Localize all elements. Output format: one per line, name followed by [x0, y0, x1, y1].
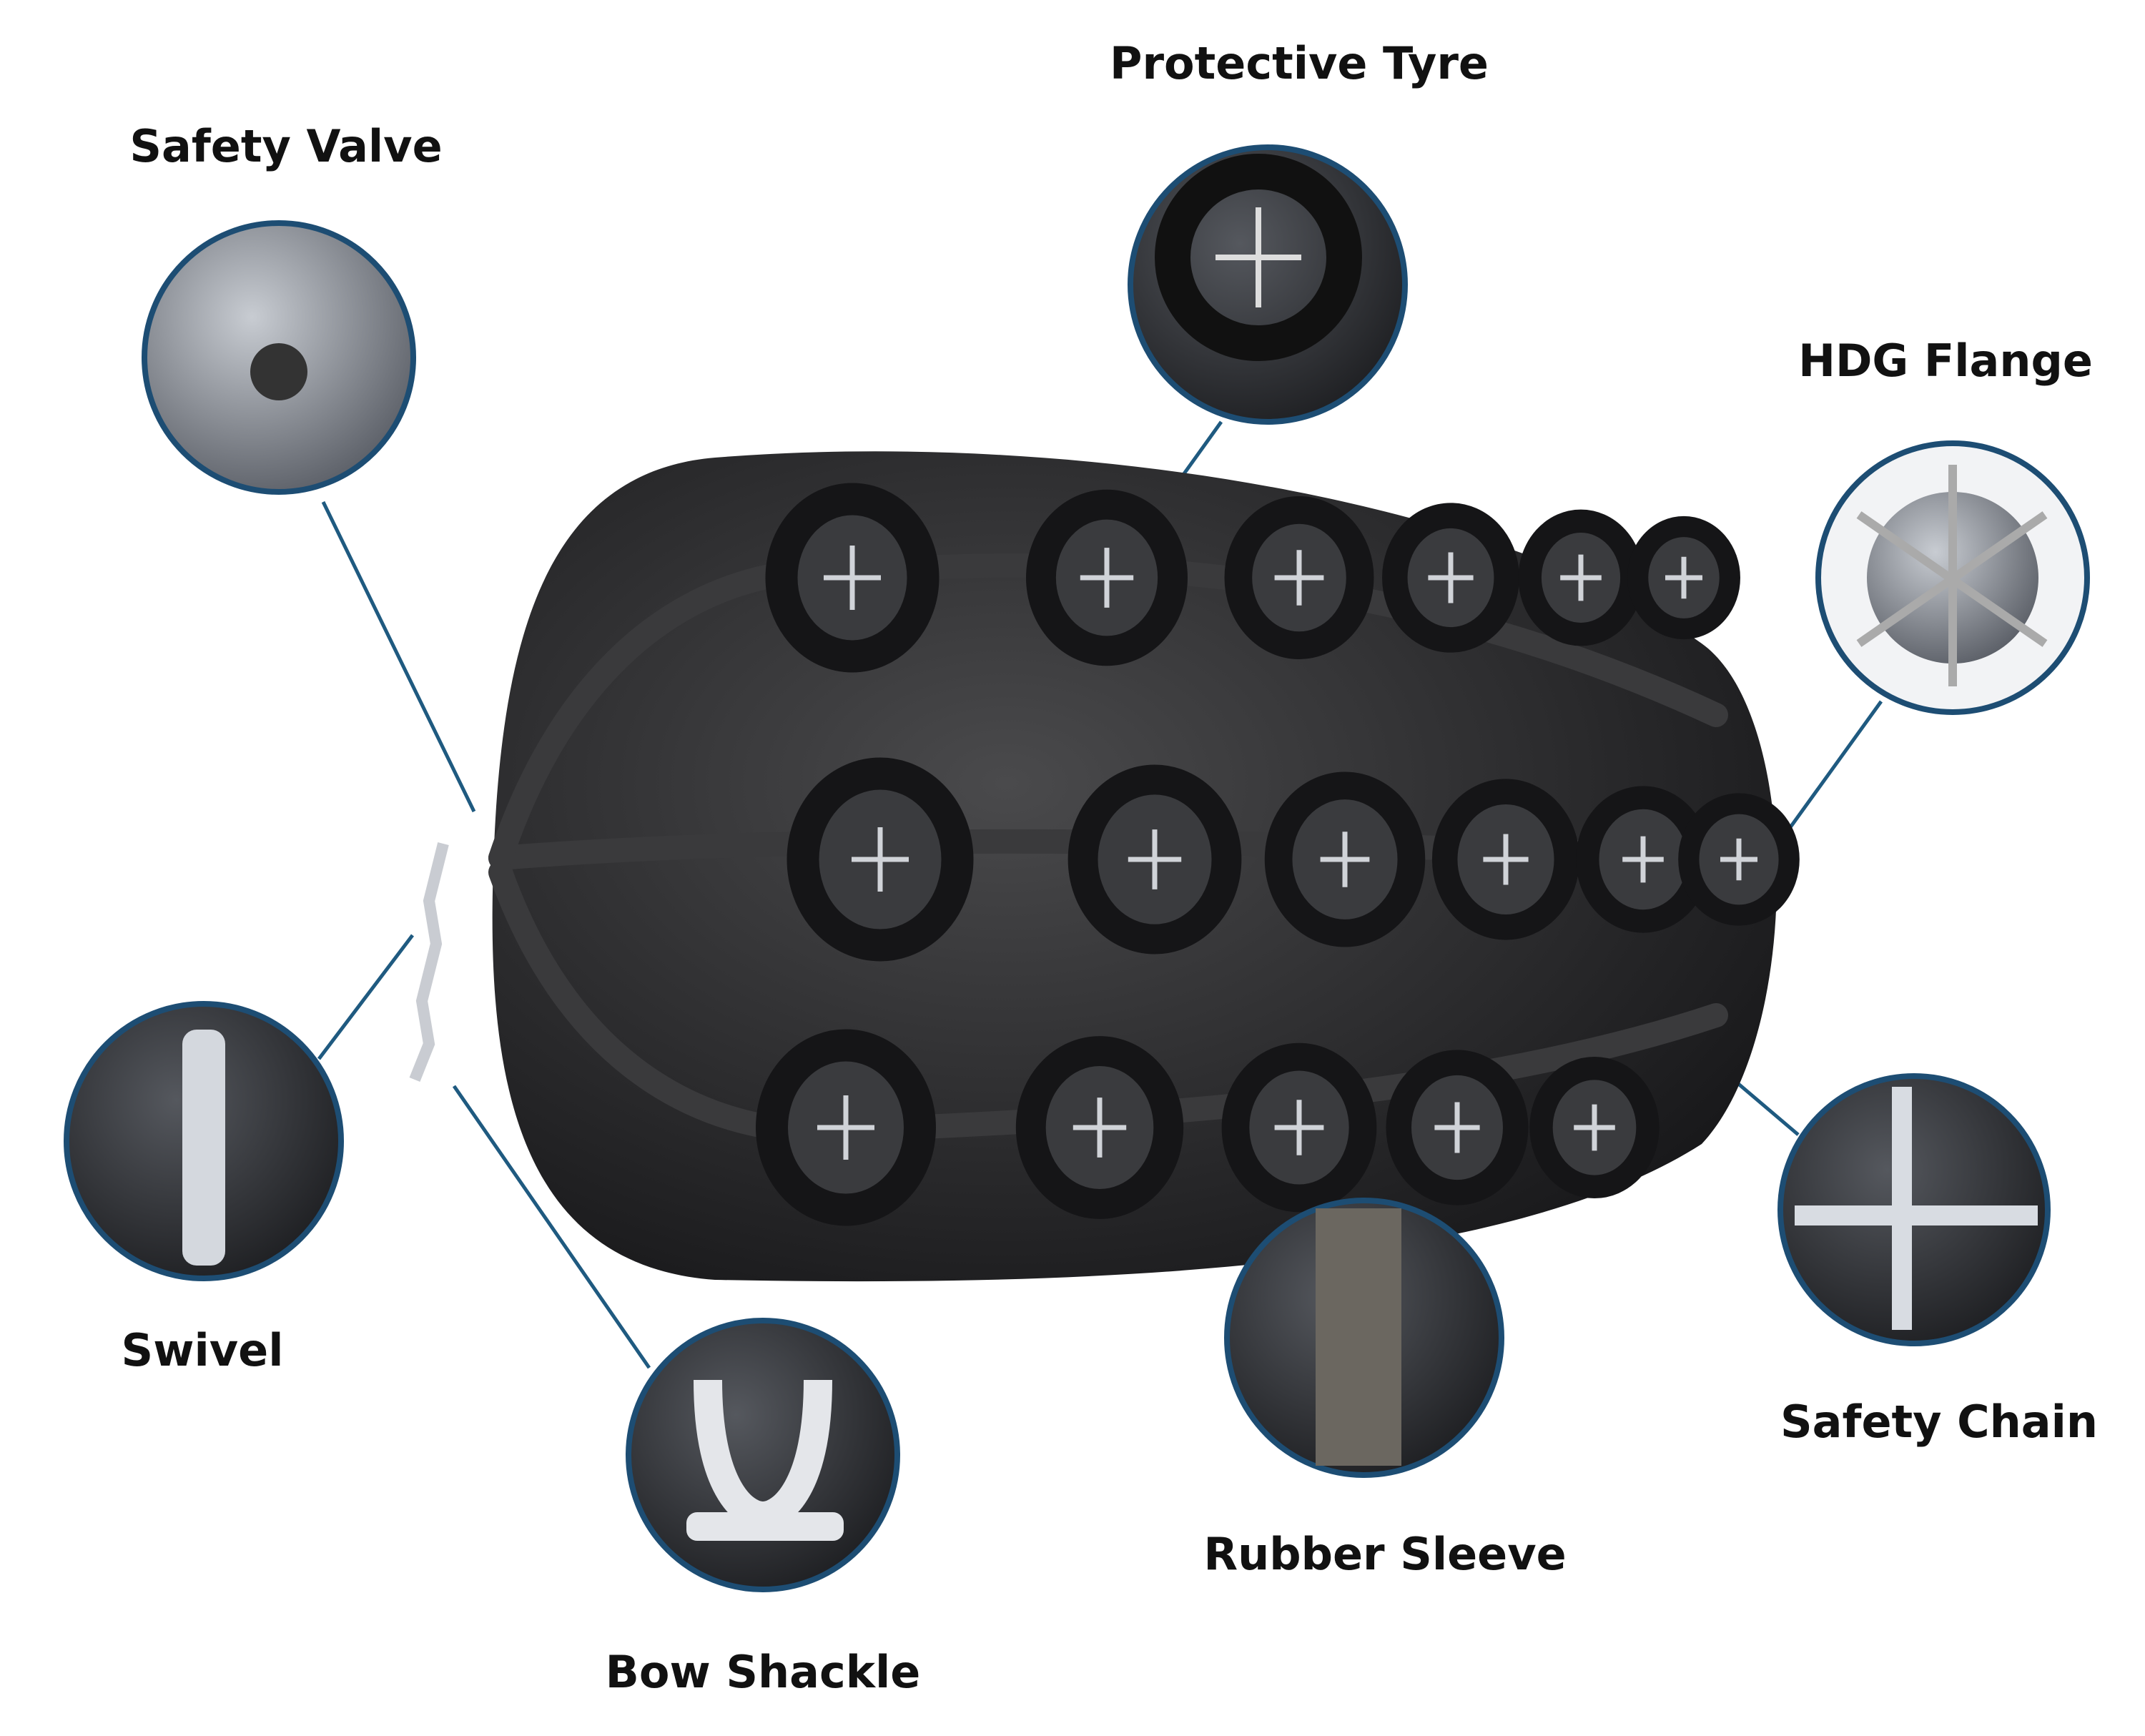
- callout-protective-tyre: [1128, 144, 1408, 425]
- chain-net: [1574, 1104, 1615, 1151]
- leader-swivel: [317, 934, 414, 1060]
- chain-net: [1483, 834, 1529, 885]
- chain-net: [1560, 554, 1602, 601]
- chain-net: [1720, 838, 1757, 881]
- leader-safety-valve: [321, 500, 476, 813]
- chain-net: [824, 546, 881, 610]
- chain-net: [1072, 1098, 1127, 1158]
- fender: [409, 451, 1800, 1282]
- callout-safety-valve: [142, 220, 416, 495]
- callout-rubber-sleeve: [1224, 1198, 1504, 1478]
- label-safety-valve: Safety Valve: [129, 120, 443, 172]
- label-bow-shackle: Bow Shackle: [605, 1646, 921, 1698]
- callout-swivel: [64, 1001, 344, 1281]
- callouts: [64, 144, 2090, 1592]
- chain-net: [1665, 556, 1702, 599]
- chain-net: [1274, 1100, 1324, 1155]
- chain-net: [1434, 1102, 1480, 1153]
- chain-net: [1320, 832, 1370, 887]
- label-swivel: Swivel: [121, 1324, 284, 1376]
- chain-net: [1128, 829, 1182, 889]
- callout-bow-shackle: [626, 1318, 900, 1592]
- label-rubber-sleeve: Rubber Sleeve: [1203, 1528, 1567, 1580]
- swivel-chain: [409, 842, 449, 1082]
- chain-net: [1622, 836, 1664, 883]
- chain-net: [852, 827, 909, 892]
- chain-net: [1428, 552, 1474, 603]
- callout-hdg-flange: [1815, 440, 2090, 715]
- label-safety-chain: Safety Chain: [1780, 1396, 2099, 1448]
- chain-net: [1274, 550, 1324, 606]
- chain-net: [817, 1095, 874, 1160]
- callout-safety-chain: [1777, 1073, 2051, 1346]
- label-protective-tyre: Protective Tyre: [1110, 37, 1489, 89]
- label-hdg-flange: HDG Flange: [1798, 335, 2093, 387]
- chain-net: [1080, 548, 1134, 608]
- leader-bow-shackle: [452, 1085, 651, 1369]
